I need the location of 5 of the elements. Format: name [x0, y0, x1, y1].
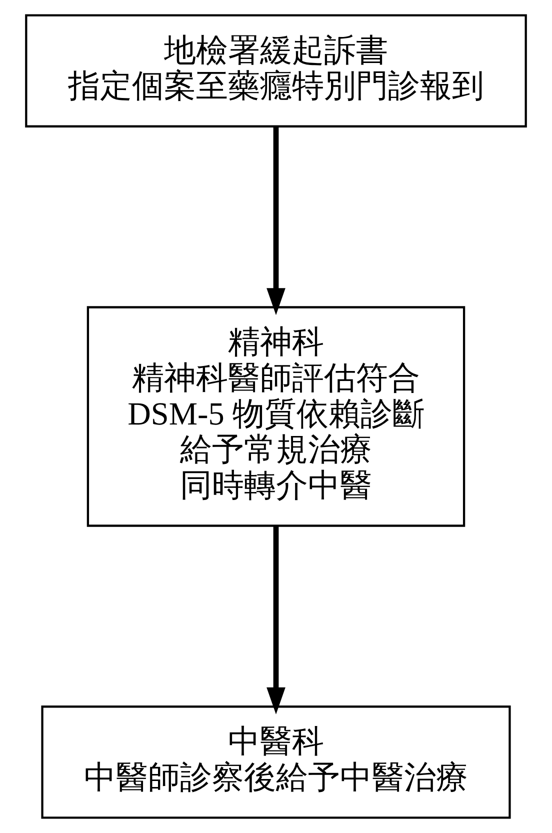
arrow: [266, 526, 286, 714]
node-box: 地檢署緩起訴書 指定個案至藥癮特別門診報到: [25, 14, 527, 128]
arrow: [266, 126, 286, 316]
node-box: 精神科 精神科醫師評估符合 DSM-5 物質依賴診斷 給予常規治療 同時轉介中醫: [86, 306, 466, 527]
node-box: 中醫科 中醫師診察後給予中醫治療: [41, 706, 511, 819]
